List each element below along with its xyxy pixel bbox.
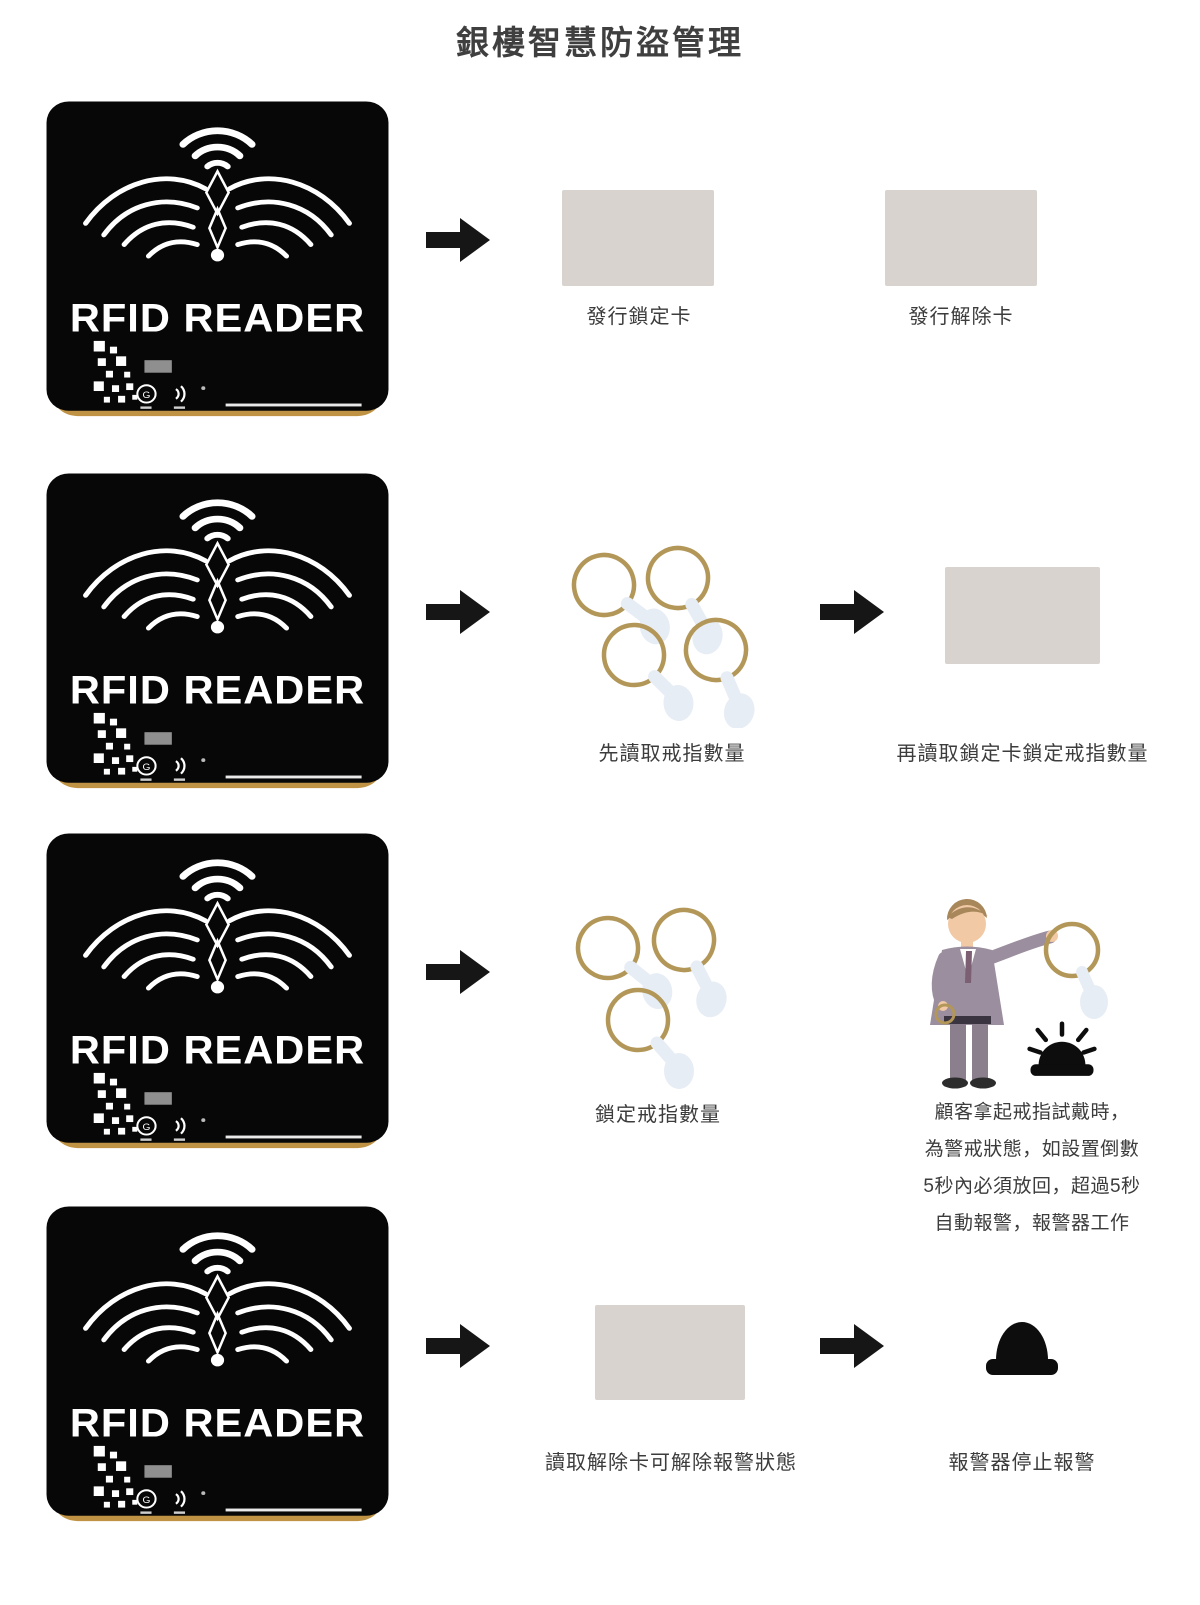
arrow-icon bbox=[426, 218, 490, 262]
warning-line: 顧客拿起戒指試戴時， bbox=[934, 1102, 1130, 1123]
held-ring bbox=[1043, 921, 1101, 979]
alarm-stop-label: 報警器停止報警 bbox=[948, 1452, 1096, 1474]
warning-line: 為警戒狀態，如設置倒數 bbox=[924, 1139, 1140, 1160]
page-title: 銀樓智慧防盜管理 bbox=[456, 24, 744, 61]
unlock-card bbox=[885, 190, 1037, 286]
warning-note: 顧客拿起戒指試戴時， 為警戒狀態，如設置倒數 5秒內必須放回，超過5秒 自動報警… bbox=[891, 1094, 1173, 1242]
lock-count-label: 再讀取鎖定卡鎖定戒指數量 bbox=[896, 743, 1149, 765]
small-ring bbox=[934, 1003, 956, 1025]
release-card-label: 讀取解除卡可解除報警狀態 bbox=[545, 1452, 797, 1474]
person-shoe bbox=[970, 1077, 996, 1089]
person-lower-arm bbox=[931, 952, 950, 1010]
warning-line: 5秒內必須放回，超過5秒 bbox=[923, 1176, 1141, 1197]
person-leg bbox=[972, 1024, 988, 1080]
person-leg bbox=[950, 1024, 966, 1080]
arrow-icon bbox=[426, 950, 490, 994]
rfid-reader-device bbox=[45, 1205, 390, 1523]
unlock-card-label: 發行解除卡 bbox=[908, 306, 1014, 328]
alarm-active-icon bbox=[1026, 1018, 1098, 1076]
lock-count-card bbox=[945, 567, 1100, 664]
ring-tags-group bbox=[556, 900, 781, 1090]
alarm-stopped-icon bbox=[986, 1322, 1058, 1375]
release-card bbox=[595, 1305, 745, 1400]
person-shoe bbox=[942, 1077, 968, 1089]
read-rings-label: 先讀取戒指數量 bbox=[598, 743, 746, 765]
rfid-reader-device bbox=[45, 100, 390, 418]
person-tie bbox=[965, 951, 972, 983]
person-belt bbox=[944, 1016, 991, 1024]
locked-rings-label: 鎖定戒指數量 bbox=[595, 1104, 721, 1126]
rfid-reader-device bbox=[45, 472, 390, 790]
salesperson-illustration bbox=[930, 898, 1108, 1089]
warning-line: 自動報警，報警器工作 bbox=[934, 1213, 1130, 1234]
arrow-icon bbox=[426, 1324, 490, 1368]
arrow-icon bbox=[426, 590, 490, 634]
ring-tags-group bbox=[556, 540, 796, 728]
rfid-reader-device bbox=[45, 832, 390, 1150]
person-raised-arm bbox=[983, 930, 1057, 965]
arrow-icon bbox=[820, 590, 884, 634]
lock-card-label: 發行鎖定卡 bbox=[586, 306, 692, 328]
lock-card bbox=[562, 190, 714, 286]
held-ring-tag bbox=[1080, 985, 1108, 1019]
arrow-icon bbox=[820, 1324, 884, 1368]
